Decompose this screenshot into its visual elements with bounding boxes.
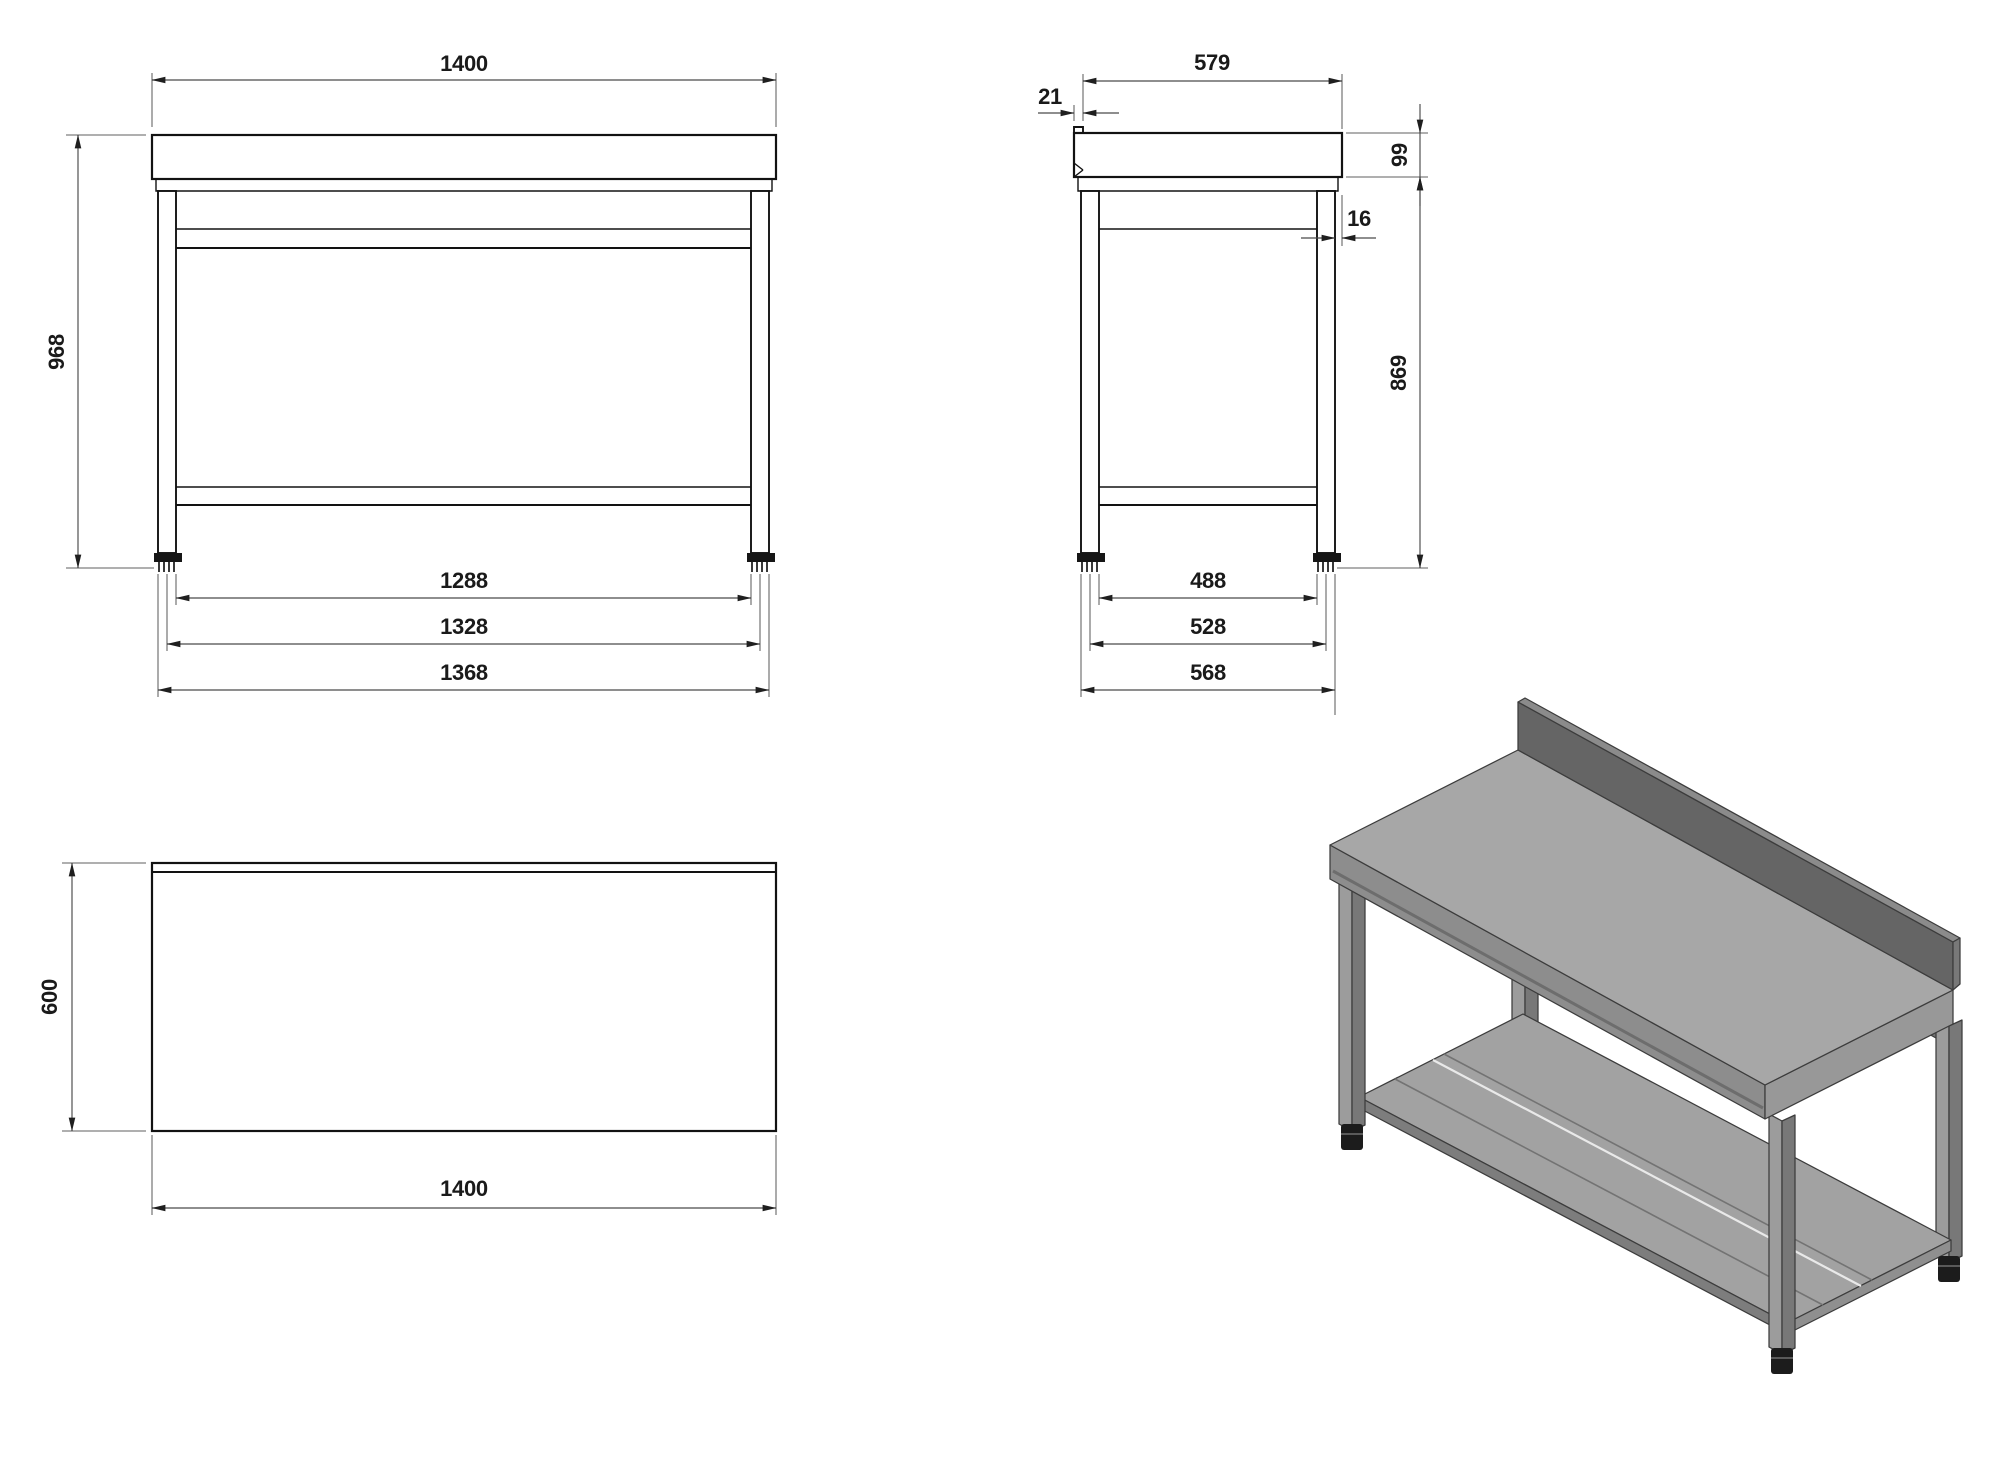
dim-label: 21	[1038, 84, 1062, 109]
dim-top-thickness: 99	[1346, 104, 1428, 206]
tabletop-lip	[155, 179, 773, 192]
dim-label: 968	[44, 334, 69, 370]
dim-front-base-outer-span: 1368	[157, 574, 770, 697]
dim-front-top-width: 1400	[151, 51, 777, 127]
dim-label: 869	[1386, 355, 1411, 391]
dim-label: 579	[1194, 50, 1230, 75]
tabletop-slab	[1329, 749, 1954, 1120]
left-leg	[157, 190, 177, 554]
dim-label: 1288	[440, 568, 488, 593]
left-adjustable-foot	[154, 553, 182, 572]
dim-front-overall-height: 968	[44, 134, 154, 569]
back-right-leg	[1935, 1018, 1963, 1263]
apron-shadow	[1332, 869, 1764, 1110]
front-left-leg	[1338, 873, 1366, 1132]
dim-label: 1368	[440, 660, 488, 685]
dim-upstand-thickness: 21	[1038, 84, 1119, 121]
tabletop-plan	[150, 861, 778, 1133]
dim-side-top-depth: 579	[1082, 50, 1343, 129]
shelf-seam	[1394, 1078, 1824, 1306]
undershelf-side	[1099, 486, 1317, 506]
dim-front-leg-inner-span: 1288	[175, 568, 752, 605]
front-adjustable-foot	[1313, 553, 1341, 572]
dim-top-overhang: 16	[1301, 195, 1376, 246]
front-elevation-view: 1400 968 1288 1328 1368	[44, 51, 778, 697]
back-adjustable-foot	[1077, 553, 1105, 572]
backsplash	[1517, 697, 1961, 991]
dim-side-leg-inner-span: 488	[1098, 568, 1318, 605]
tabletop-lip-side	[1077, 177, 1339, 192]
front-right-leg	[1768, 1113, 1796, 1355]
dim-side-base-outer-span: 568	[1080, 574, 1336, 715]
dim-plan-width: 1400	[151, 1135, 777, 1215]
upstand-section	[1073, 126, 1084, 178]
dim-front-leg-center-span: 1328	[166, 574, 761, 651]
right-leg	[750, 190, 770, 554]
dim-plan-depth: 600	[37, 862, 146, 1132]
dim-side-leg-center-span: 528	[1089, 574, 1327, 651]
dim-label: 99	[1387, 143, 1412, 167]
dim-label: 1328	[440, 614, 488, 639]
undershelf	[1358, 1013, 1952, 1335]
dim-label: 568	[1190, 660, 1226, 685]
top-frame-rail	[176, 228, 751, 249]
dim-label: 488	[1190, 568, 1226, 593]
plan-view: 600 1400	[37, 861, 778, 1215]
dim-label: 528	[1190, 614, 1226, 639]
front-right-foot	[1771, 1348, 1793, 1374]
tabletop-front	[150, 133, 778, 181]
tabletop-side	[1072, 131, 1344, 179]
dim-label: 1400	[440, 51, 488, 76]
dim-leg-height: 869	[1337, 176, 1428, 569]
front-left-foot	[1341, 1124, 1363, 1150]
back-right-foot	[1938, 1256, 1960, 1282]
shelf-seam	[1443, 1053, 1873, 1281]
dim-label: 1400	[440, 1176, 488, 1201]
back-leg	[1080, 190, 1100, 554]
undershelf-front	[176, 486, 751, 506]
right-adjustable-foot	[747, 553, 775, 572]
dim-label: 16	[1347, 206, 1371, 231]
isometric-view	[1329, 697, 1963, 1374]
dim-label: 600	[37, 979, 62, 1015]
front-leg	[1316, 190, 1336, 554]
side-elevation-view: 579 21 99 16 869	[1038, 50, 1428, 715]
